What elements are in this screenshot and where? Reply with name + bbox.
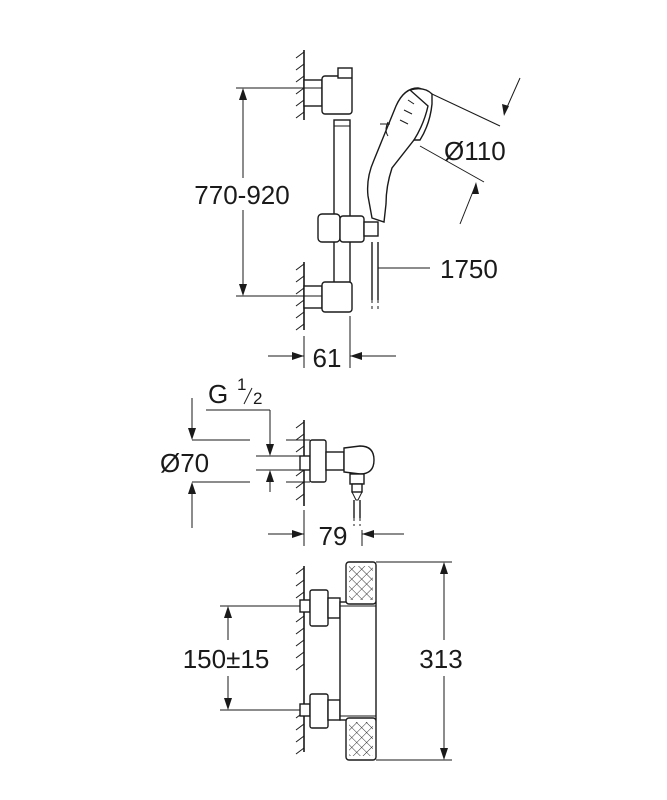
thermostat-body xyxy=(339,601,377,721)
rail-set-view: 770-920 Ø110 1750 61 xyxy=(180,50,521,373)
shower-slider xyxy=(317,213,379,243)
height-range-dimension: 770-920 xyxy=(180,87,322,297)
upper-handle xyxy=(345,561,377,605)
upper-s-connector xyxy=(299,589,341,627)
rail-projection-label: 61 xyxy=(313,343,342,373)
elbow-projection-dimension: 79 xyxy=(268,510,404,551)
lower-s-connector xyxy=(299,693,341,729)
thread-dimension: G 1 2 xyxy=(206,375,300,492)
shower-diameter-label: Ø110 xyxy=(444,136,506,166)
centres-label: 150±15 xyxy=(183,644,270,674)
upper-wall-bracket xyxy=(303,67,353,115)
hose-length-label: 1750 xyxy=(440,254,498,284)
hose-length-dimension: 1750 xyxy=(378,254,498,284)
rail-projection-dimension: 61 xyxy=(268,316,396,373)
rosette-diameter-dimension: Ø70 xyxy=(160,398,310,528)
thermostat-view: 150±15 313 xyxy=(183,561,463,761)
wall-top xyxy=(295,50,305,120)
thread-numerator: 1 xyxy=(237,375,246,394)
thread-prefix: G xyxy=(208,379,228,409)
centres-dimension: 150±15 xyxy=(183,605,300,711)
connection-view: G 1 2 Ø70 xyxy=(160,375,404,551)
rosette-diameter-label: Ø70 xyxy=(160,448,209,478)
lower-wall-bracket xyxy=(303,281,353,313)
thread-denominator: 2 xyxy=(253,389,262,408)
shower-rail xyxy=(333,119,351,291)
height-range-label: 770-920 xyxy=(194,180,289,210)
thermostat-height-dimension: 313 xyxy=(376,561,463,761)
wall-outlet-elbow xyxy=(299,439,375,526)
hand-shower xyxy=(366,87,433,223)
elbow-projection-label: 79 xyxy=(319,521,348,551)
lower-handle xyxy=(345,717,377,761)
wall-lower xyxy=(295,566,305,755)
shower-hose xyxy=(371,242,379,312)
thermostat-height-label: 313 xyxy=(419,644,462,674)
shower-diameter-dimension: Ø110 xyxy=(419,77,521,225)
